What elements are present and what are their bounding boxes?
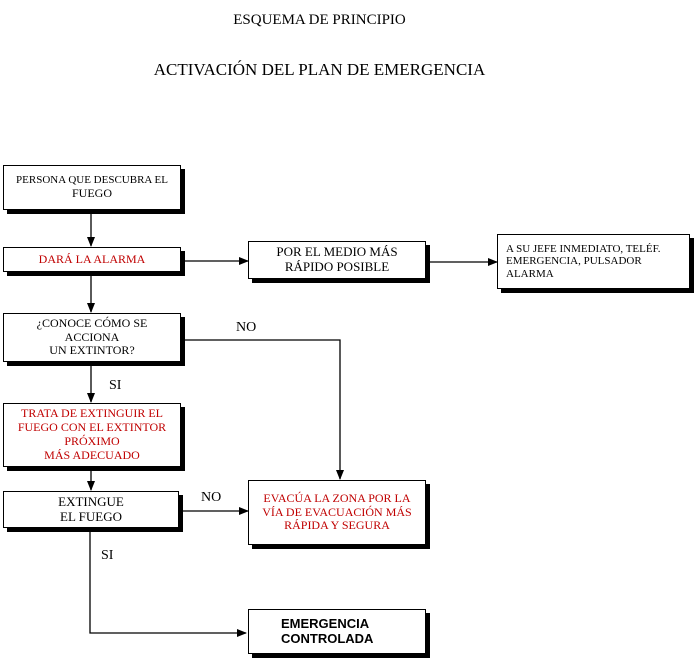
node-conoce-line3: UN EXTINTOR?: [49, 343, 135, 358]
node-medio-line2: RÁPIDO POSIBLE: [284, 259, 390, 274]
node-evacua-line1: EVACÚA LA ZONA POR LA: [263, 490, 411, 505]
label-si-conoce: SI: [109, 378, 122, 393]
node-trata-line3: PRÓXIMO: [64, 434, 120, 448]
page-title: ESQUEMA DE PRINCIPIO: [233, 12, 406, 28]
node-evacua: EVACÚA LA ZONA POR LA VÍA DE EVACUACIÓN …: [248, 480, 426, 545]
node-trata-line2: FUEGO CON EL EXTINTOR: [17, 420, 167, 435]
node-jefe-line1: A SU JEFE INMEDIATO, TELÉF.: [506, 242, 661, 255]
node-trata-line4: MÁS ADECUADO: [44, 447, 140, 462]
node-controlada-line2: CONTROLADA: [281, 630, 374, 646]
node-medio: POR EL MEDIO MÁS RÁPIDO POSIBLE: [248, 241, 426, 279]
node-jefe: A SU JEFE INMEDIATO, TELÉF. EMERGENCIA, …: [497, 234, 690, 289]
node-conoce-line2: ACCIONA: [64, 329, 120, 344]
node-extingue-line2: EL FUEGO: [60, 508, 122, 524]
node-trata-line1: TRATA DE EXTINGUIR EL: [20, 406, 164, 421]
node-conoce: ¿CONOCE CÓMO SE ACCIONA UN EXTINTOR?: [3, 313, 181, 362]
node-controlada-line1: EMERGENCIA: [281, 615, 370, 631]
node-persona-line2: FUEGO: [71, 185, 112, 200]
node-conoce-line1: ¿CONOCE CÓMO SE: [36, 315, 148, 330]
node-persona-line1: PERSONA QUE DESCUBRA EL: [16, 174, 168, 187]
node-trata: TRATA DE EXTINGUIR EL FUEGO CON EL EXTIN…: [3, 403, 181, 467]
page-subtitle: ACTIVACIÓN DEL PLAN DE EMERGENCIA: [153, 60, 486, 79]
node-extingue: EXTINGUE EL FUEGO: [3, 491, 179, 528]
label-no-conoce: NO: [236, 320, 257, 335]
node-jefe-line3: ALARMA: [506, 267, 554, 280]
node-evacua-line3: RÁPIDA Y SEGURA: [284, 518, 390, 533]
node-medio-line1: POR EL MEDIO MÁS: [276, 244, 398, 260]
node-alarma: DARÁ LA ALARMA: [3, 247, 181, 272]
arrow-extingue-controlada: [89, 529, 247, 637]
node-alarma-line1: DARÁ LA ALARMA: [38, 251, 146, 266]
node-persona: PERSONA QUE DESCUBRA EL FUEGO: [3, 165, 181, 210]
node-evacua-line2: VÍA DE EVACUACIÓN MÁS: [262, 504, 412, 519]
node-jefe-line2: EMERGENCIA, PULSADOR: [506, 255, 642, 268]
node-extingue-line1: EXTINGUE: [58, 493, 124, 509]
label-si-extingue: SI: [101, 548, 114, 563]
arrow-conoce-evacua: [182, 339, 344, 480]
node-controlada: EMERGENCIA CONTROLADA: [248, 609, 426, 654]
label-no-extingue: NO: [201, 490, 222, 505]
